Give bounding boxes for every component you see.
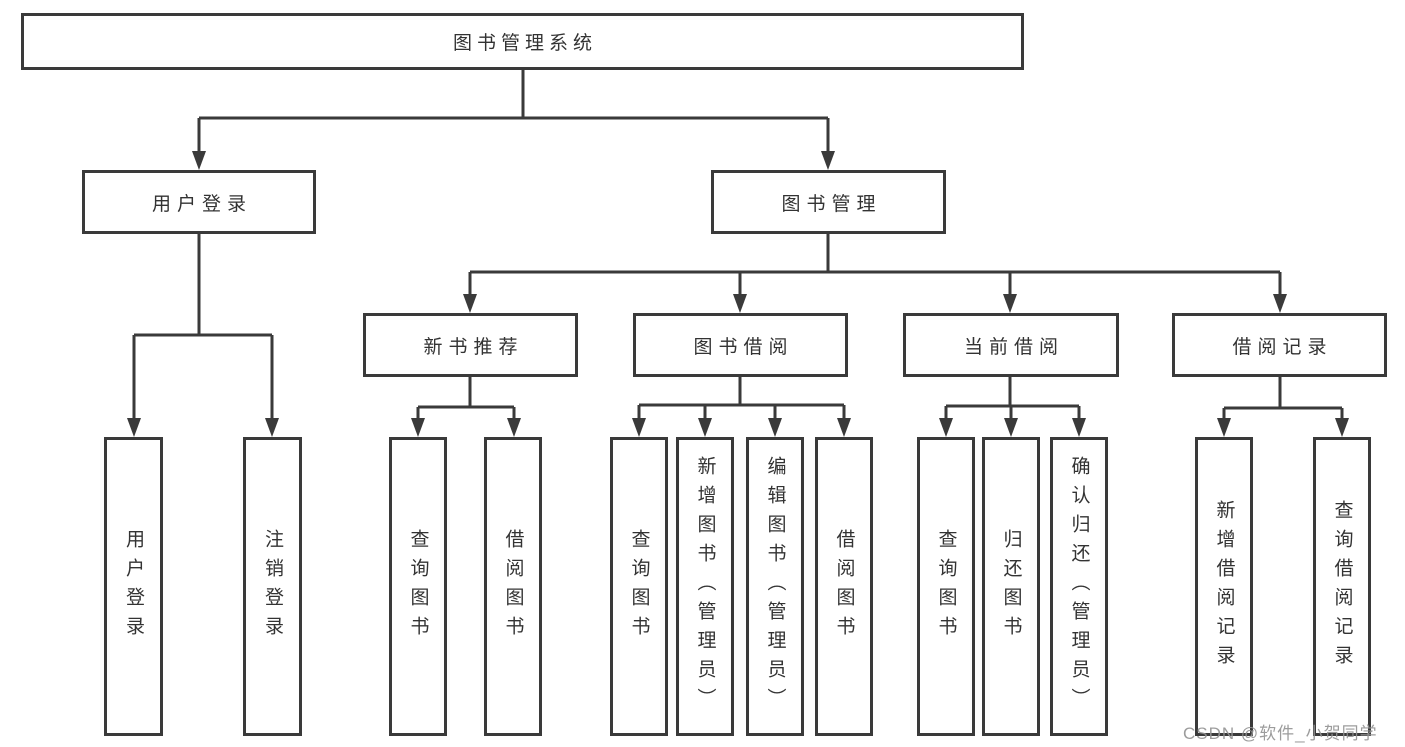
node-label: 查询图书: [628, 528, 650, 645]
node-user-login: 用户登录: [82, 170, 316, 234]
node-label: 归还图书: [1000, 528, 1022, 645]
csdn-watermark: CSDN @软件_小贺同学: [1183, 724, 1378, 743]
node-label: 新书推荐: [423, 336, 524, 358]
node-book-borrowing: 图书借阅: [633, 313, 848, 377]
node-leaf-edit-book-admin: 编辑图书（管理员）: [746, 437, 804, 736]
node-label: 图书借阅: [693, 336, 794, 358]
node-leaf-logout: 注销登录: [243, 437, 302, 736]
node-label: 查询借阅记录: [1331, 499, 1353, 674]
node-label: 编辑图书（管理员）: [764, 456, 786, 717]
node-label: 借阅图书: [833, 528, 855, 645]
node-leaf-add-borrow-record: 新增借阅记录: [1195, 437, 1253, 736]
node-leaf-borrow-books: 借阅图书: [815, 437, 873, 736]
node-leaf-query-books-current: 查询图书: [917, 437, 975, 736]
node-leaf-return-books: 归还图书: [982, 437, 1040, 736]
connector-paths: [132, 69, 1344, 422]
node-leaf-query-books-recommend: 查询图书: [389, 437, 447, 736]
node-label: 借阅记录: [1232, 336, 1333, 358]
arrowhead-icons: [127, 151, 1349, 437]
node-current-borrowing: 当前借阅: [903, 313, 1119, 377]
node-label: 确认归还（管理员）: [1068, 456, 1090, 717]
node-label: 新增借阅记录: [1213, 499, 1235, 674]
node-label: 用户登录: [123, 528, 144, 645]
node-label: 借阅图书: [502, 528, 524, 645]
node-borrowing-records: 借阅记录: [1172, 313, 1387, 377]
node-label: 新增图书（管理员）: [694, 456, 716, 717]
node-leaf-confirm-return-admin: 确认归还（管理员）: [1050, 437, 1108, 736]
node-leaf-borrow-books-recommend: 借阅图书: [484, 437, 542, 736]
node-leaf-query-books-borrowing: 查询图书: [610, 437, 668, 736]
node-book-management: 图书管理: [711, 170, 946, 234]
node-label: 查询图书: [935, 528, 957, 645]
node-root-system: 图书管理系统: [21, 13, 1024, 70]
node-label: 用户登录: [151, 193, 252, 215]
node-label: 图书管理: [781, 193, 882, 215]
node-label: 注销登录: [262, 528, 283, 645]
node-new-book-recommend: 新书推荐: [363, 313, 578, 377]
node-label: 图书管理系统: [452, 33, 597, 54]
node-label: 查询图书: [407, 528, 429, 645]
node-leaf-user-login: 用户登录: [104, 437, 163, 736]
node-label: 当前借阅: [963, 336, 1064, 358]
node-leaf-query-borrow-record: 查询借阅记录: [1313, 437, 1371, 736]
node-leaf-add-book-admin: 新增图书（管理员）: [676, 437, 734, 736]
